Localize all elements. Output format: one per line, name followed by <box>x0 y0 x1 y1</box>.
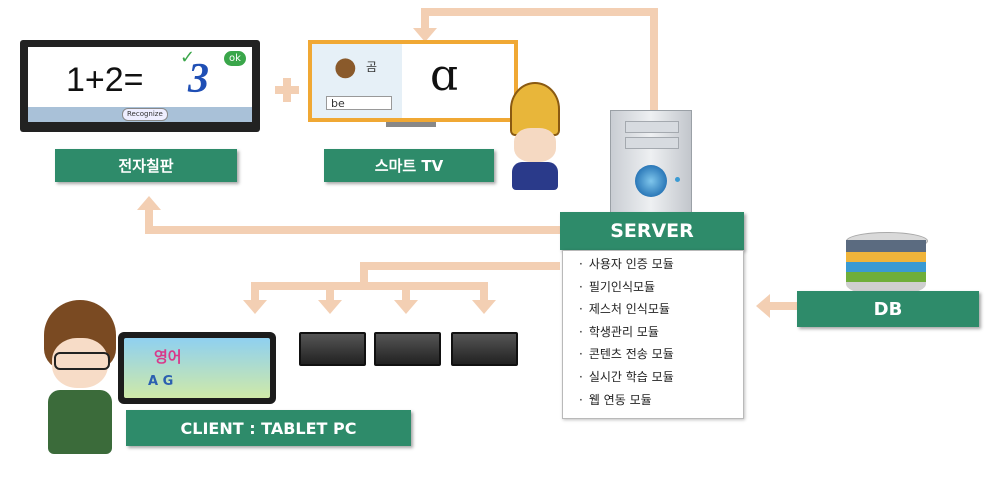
server-drive-bay <box>625 121 679 133</box>
arrow-tablet-4-stem <box>480 282 488 304</box>
blackboard-label: 전자칠판 <box>55 149 237 182</box>
arrow-head-tablet-4 <box>472 300 496 314</box>
arrow-head-to-tv <box>413 28 437 42</box>
arrow-server-to-board-h <box>145 226 560 234</box>
character-body <box>512 162 558 190</box>
server-module-list: 사용자 인증 모듈 필기인식모듈 제스처 인식모듈 학생관리 모듈 콘텐츠 전송… <box>562 250 744 419</box>
arrow-tablet-1-stem <box>251 282 259 304</box>
student-face <box>52 338 108 388</box>
arrow-head-to-board <box>137 196 161 210</box>
teacher-character <box>490 82 580 192</box>
db-label: DB <box>797 291 979 327</box>
bear-icon: ● <box>334 52 357 82</box>
client-label: CLIENT : TABLET PC <box>126 410 411 446</box>
tablet-small-1 <box>299 332 366 366</box>
arrow-top-horizontal <box>421 8 658 16</box>
recognize-bar: Recognize <box>28 107 252 122</box>
student-glasses <box>54 352 110 370</box>
arrow-head-tablet-1 <box>243 300 267 314</box>
student-character <box>34 300 130 470</box>
tv-word-field: be <box>326 96 392 110</box>
recognize-button[interactable]: Recognize <box>122 108 168 121</box>
arrow-head-tablet-2 <box>318 300 342 314</box>
tablet-small-2 <box>374 332 441 366</box>
arrow-server-to-tablets <box>360 262 560 270</box>
student-body <box>48 390 112 454</box>
server-power-light <box>675 177 680 182</box>
smart-tv: ● 곰 be ɑ <box>308 40 518 122</box>
server-fan-icon <box>635 165 667 197</box>
character-face <box>514 128 556 162</box>
arrow-server-to-board-v <box>145 206 153 234</box>
module-item: 필기인식모듈 <box>563 276 743 299</box>
module-item: 학생관리 모듈 <box>563 321 743 344</box>
arrow-tablets-bus <box>251 282 488 290</box>
electronic-blackboard: 1+2= 3 ✓ ok Recognize <box>20 40 260 132</box>
tablet-letters: A G <box>148 374 174 389</box>
module-item: 제스처 인식모듈 <box>563 298 743 321</box>
arrow-head-to-server <box>756 294 770 318</box>
module-item: 실시간 학습 모듈 <box>563 366 743 389</box>
arrow-down-to-tv <box>421 8 429 30</box>
tv-stand <box>386 122 436 127</box>
tablet-main-screen: 영어 A G <box>124 338 270 398</box>
module-item: 웹 연동 모듈 <box>563 389 743 412</box>
handwritten-a-icon: ɑ <box>430 50 459 101</box>
server-tower <box>610 110 692 220</box>
database-icon <box>846 232 928 300</box>
server-drive-bay-2 <box>625 137 679 149</box>
server-label: SERVER <box>560 212 744 250</box>
arrow-db-to-server-h <box>768 302 800 310</box>
tv-left-panel: ● 곰 be <box>312 44 402 118</box>
ok-badge: ok <box>224 51 246 66</box>
tablet-small-3 <box>451 332 518 366</box>
plus-vertical <box>283 78 291 102</box>
module-item: 사용자 인증 모듈 <box>563 253 743 276</box>
tablet-main: 영어 A G <box>118 332 276 404</box>
arrow-tablets-drop <box>360 262 368 288</box>
arrow-head-tablet-3 <box>394 300 418 314</box>
blackboard-screen: 1+2= 3 ✓ ok Recognize <box>28 47 252 122</box>
arrow-server-up <box>650 8 658 113</box>
tv-syllable: 곰 <box>366 60 378 74</box>
arrow-tablet-2-stem <box>326 282 334 304</box>
arrow-tablet-3-stem <box>402 282 410 304</box>
tv-screen: ● 곰 be ɑ <box>312 44 514 118</box>
smart-tv-label: 스마트 TV <box>324 149 494 182</box>
module-item: 콘텐츠 전송 모듈 <box>563 343 743 366</box>
blackboard-equation: 1+2= <box>66 61 144 99</box>
tablet-title: 영어 <box>154 348 182 366</box>
blackboard-answer: 3 <box>188 56 209 102</box>
checkmark-icon: ✓ <box>180 47 196 68</box>
